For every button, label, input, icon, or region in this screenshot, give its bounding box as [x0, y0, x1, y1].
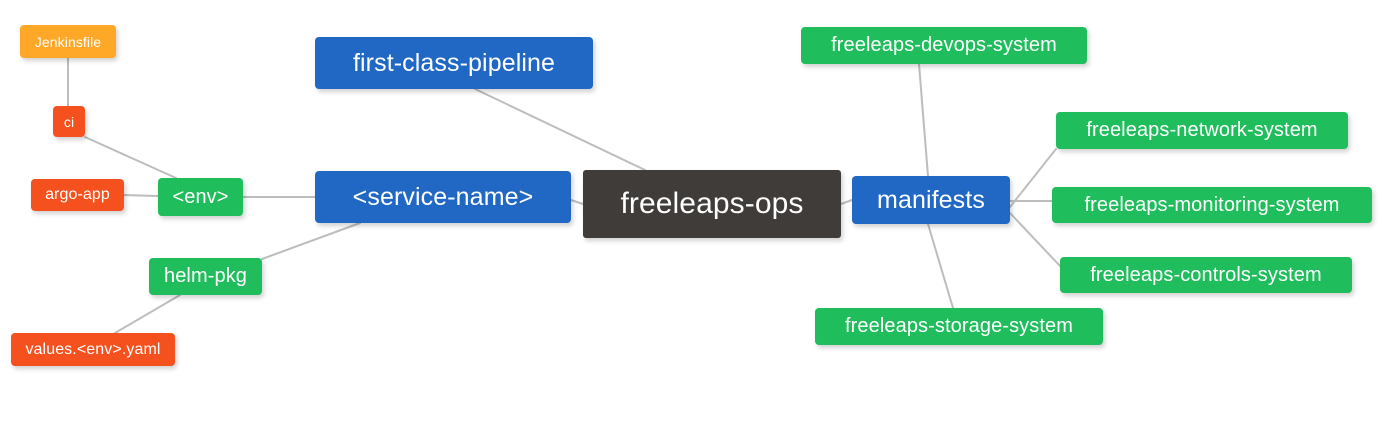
mindmap-node-freeleaps-ops[interactable]: freeleaps-ops [583, 170, 841, 238]
mindmap-node-label: argo-app [45, 186, 110, 203]
mindmap-node-freeleaps-controls-system[interactable]: freeleaps-controls-system [1060, 257, 1352, 293]
mindmap-node-label: freeleaps-controls-system [1090, 263, 1322, 286]
mindmap-node-env[interactable]: <env> [158, 178, 243, 216]
mindmap-node-jenkinsfile[interactable]: Jenkinsfile [20, 25, 116, 58]
mindmap-node-ci[interactable]: ci [53, 106, 85, 137]
edge-manifests-to-freeleaps-devops-system [918, 63, 929, 177]
edge-env-to-argo-app [123, 194, 159, 197]
mindmap-node-label: values.<env>.yaml [25, 340, 161, 358]
mindmap-node-label: freeleaps-ops [620, 187, 804, 220]
mindmap-node-argo-app[interactable]: argo-app [31, 179, 124, 211]
mindmap-node-label: <env> [172, 185, 229, 208]
mindmap-node-values-env-yaml[interactable]: values.<env>.yaml [11, 333, 175, 366]
mindmap-node-freeleaps-network-system[interactable]: freeleaps-network-system [1056, 112, 1348, 149]
mindmap-node-label: Jenkinsfile [34, 33, 102, 50]
edge-manifests-to-freeleaps-network-system [1009, 148, 1057, 208]
edge-env-to-ci [84, 136, 177, 179]
mindmap-node-label: freeleaps-devops-system [831, 34, 1057, 56]
edge-freeleaps-ops-to-first-class-pipeline [474, 88, 646, 171]
mindmap-node-service-name[interactable]: <service-name> [315, 171, 571, 223]
mindmap-node-label: first-class-pipeline [352, 48, 556, 77]
mindmap-node-manifests[interactable]: manifests [852, 176, 1010, 224]
mindmap-node-label: freeleaps-network-system [1086, 119, 1318, 141]
edge-helm-pkg-to-values-env-yaml [114, 294, 181, 334]
mindmap-node-freeleaps-monitoring-system[interactable]: freeleaps-monitoring-system [1052, 187, 1372, 223]
mindmap-node-freeleaps-storage-system[interactable]: freeleaps-storage-system [815, 308, 1103, 345]
edge-manifests-to-freeleaps-storage-system [927, 223, 954, 309]
mindmap-node-label: freeleaps-storage-system [844, 315, 1074, 337]
edge-freeleaps-ops-to-manifests [840, 199, 853, 205]
mindmap-node-label: freeleaps-monitoring-system [1084, 193, 1340, 216]
mindmap-node-freeleaps-devops-system[interactable]: freeleaps-devops-system [801, 27, 1087, 64]
mindmap-node-helm-pkg[interactable]: helm-pkg [149, 258, 262, 295]
edge-service-name-to-helm-pkg [261, 222, 361, 260]
mindmap-node-label: <service-name> [352, 182, 534, 211]
mindmap-node-label: helm-pkg [163, 265, 248, 287]
mindmap-node-label: ci [63, 113, 75, 130]
edge-freeleaps-ops-to-service-name [570, 199, 584, 205]
mindmap-node-label: manifests [877, 185, 985, 214]
mindmap-node-first-class-pipeline[interactable]: first-class-pipeline [315, 37, 593, 89]
